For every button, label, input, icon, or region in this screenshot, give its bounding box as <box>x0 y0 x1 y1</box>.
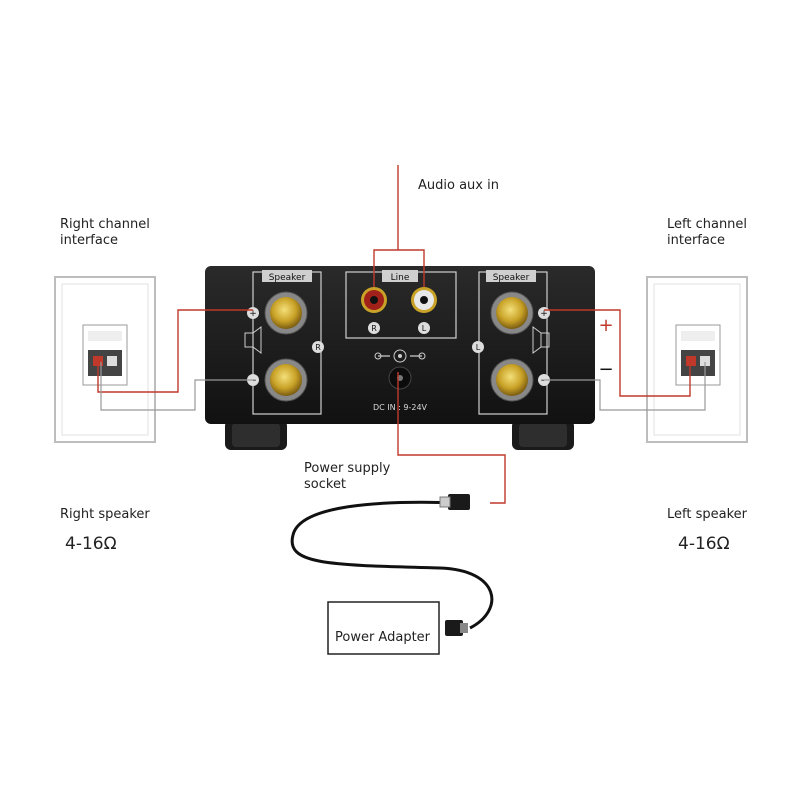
polarity-plus: + <box>598 315 613 336</box>
left-speaker-box <box>646 276 748 443</box>
gray-wires <box>100 362 706 411</box>
right-channel-terminals <box>244 291 324 402</box>
amp-line-label: Line <box>391 273 410 283</box>
amplifier-feet <box>225 420 574 450</box>
power-cable <box>290 494 494 636</box>
amp-left-plus: + <box>249 309 257 319</box>
power-adapter-box <box>327 601 440 655</box>
amplifier-body <box>205 266 595 424</box>
right-channel-label-1: Right channel <box>60 217 150 232</box>
rca-r-label: R <box>371 324 377 333</box>
polarity-minus: − <box>598 359 613 380</box>
amp-right-minus: − <box>540 376 548 386</box>
right-channel-label-2: interface <box>60 233 118 248</box>
amp-speaker-right-label: Speaker <box>493 273 530 283</box>
amp-speaker-left-label: Speaker <box>269 273 306 283</box>
left-channel-label-1: Left channel <box>667 217 748 232</box>
power-supply-label-2: socket <box>304 477 347 492</box>
dc-in-label: DC IN : 9-24V <box>373 403 428 412</box>
power-supply-label-1: Power supply <box>304 461 391 476</box>
dc-socket <box>374 349 426 390</box>
left-impedance-label: 4-16Ω <box>678 534 730 554</box>
left-channel-terminals <box>472 291 550 402</box>
amp-channel-l: L <box>476 343 481 352</box>
right-impedance-label: 4-16Ω <box>65 534 117 554</box>
amp-left-minus: − <box>249 376 257 386</box>
amp-channel-r: R <box>315 343 321 352</box>
rca-jacks <box>361 287 437 334</box>
audio-aux-in-label: Audio aux in <box>418 178 499 193</box>
right-speaker-label: Right speaker <box>60 507 150 522</box>
red-wires <box>97 165 691 504</box>
right-speaker-box <box>54 276 156 443</box>
rca-l-label: L <box>422 324 427 333</box>
amp-right-plus: + <box>540 309 548 319</box>
power-adapter-label: Power Adapter <box>335 630 431 645</box>
left-speaker-label: Left speaker <box>667 507 747 522</box>
left-channel-label-2: interface <box>667 233 725 248</box>
